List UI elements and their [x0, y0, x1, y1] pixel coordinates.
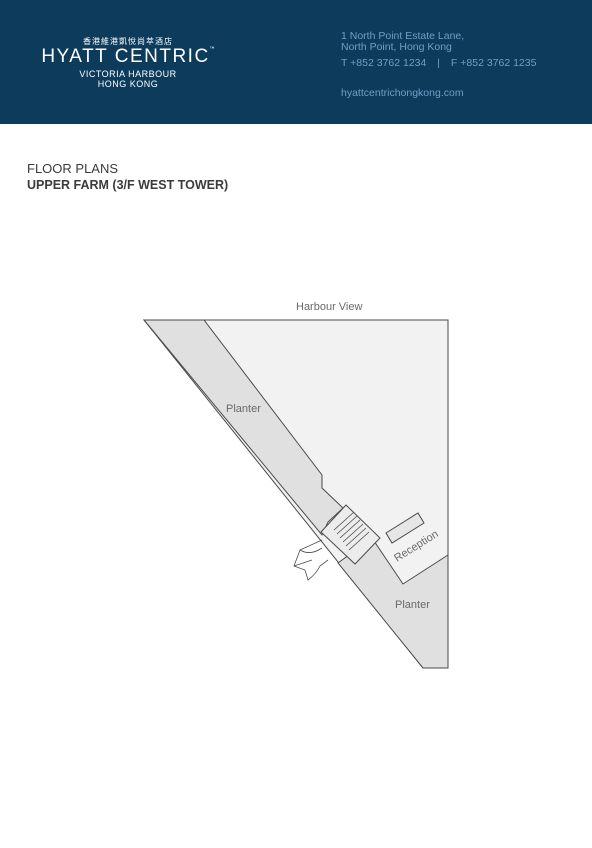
phone-number: T +852 3762 1234	[341, 57, 427, 69]
stair-steps	[333, 511, 370, 551]
fax-number: F +852 3762 1235	[450, 57, 537, 69]
section-title: FLOOR PLANS	[27, 161, 119, 176]
website-link[interactable]: hyattcentrichongkong.com	[341, 87, 464, 99]
page-title: UPPER FARM (3/F WEST TOWER)	[27, 178, 229, 192]
harbour-view-label: Harbour View	[296, 301, 362, 313]
hotel-sub-line-2: HONG KONG	[97, 79, 159, 89]
staircase	[320, 504, 381, 565]
hotel-sub-line-1: VICTORIA HARBOUR	[79, 69, 177, 79]
entrance-doors	[293, 539, 329, 581]
header-banner: 香港維港凱悅尚萃酒店 HYATT CENTRIC™ VICTORIA HARBO…	[0, 0, 592, 124]
hotel-logo: HYATT CENTRIC™	[0, 46, 256, 68]
hotel-chinese-name: 香港維港凱悅尚萃酒店	[83, 37, 173, 46]
planter-lower-label: Planter	[395, 599, 430, 611]
address-line-2: North Point, Hong Kong	[341, 41, 452, 53]
hotel-name: HYATT CENTRIC	[41, 46, 210, 67]
title-block: FLOOR PLANS UPPER FARM (3/F WEST TOWER)	[27, 161, 228, 193]
address-line-1: 1 North Point Estate Lane,	[341, 30, 465, 42]
trademark-symbol: ™	[209, 46, 215, 52]
reception-desk	[385, 512, 425, 544]
phone-fax-line: T +852 3762 1234 | F +852 3762 1235	[341, 57, 536, 69]
hotel-location: VICTORIA HARBOUR HONG KONG	[0, 69, 256, 89]
planter-upper-label: Planter	[226, 403, 261, 415]
contact-separator: |	[437, 57, 440, 69]
